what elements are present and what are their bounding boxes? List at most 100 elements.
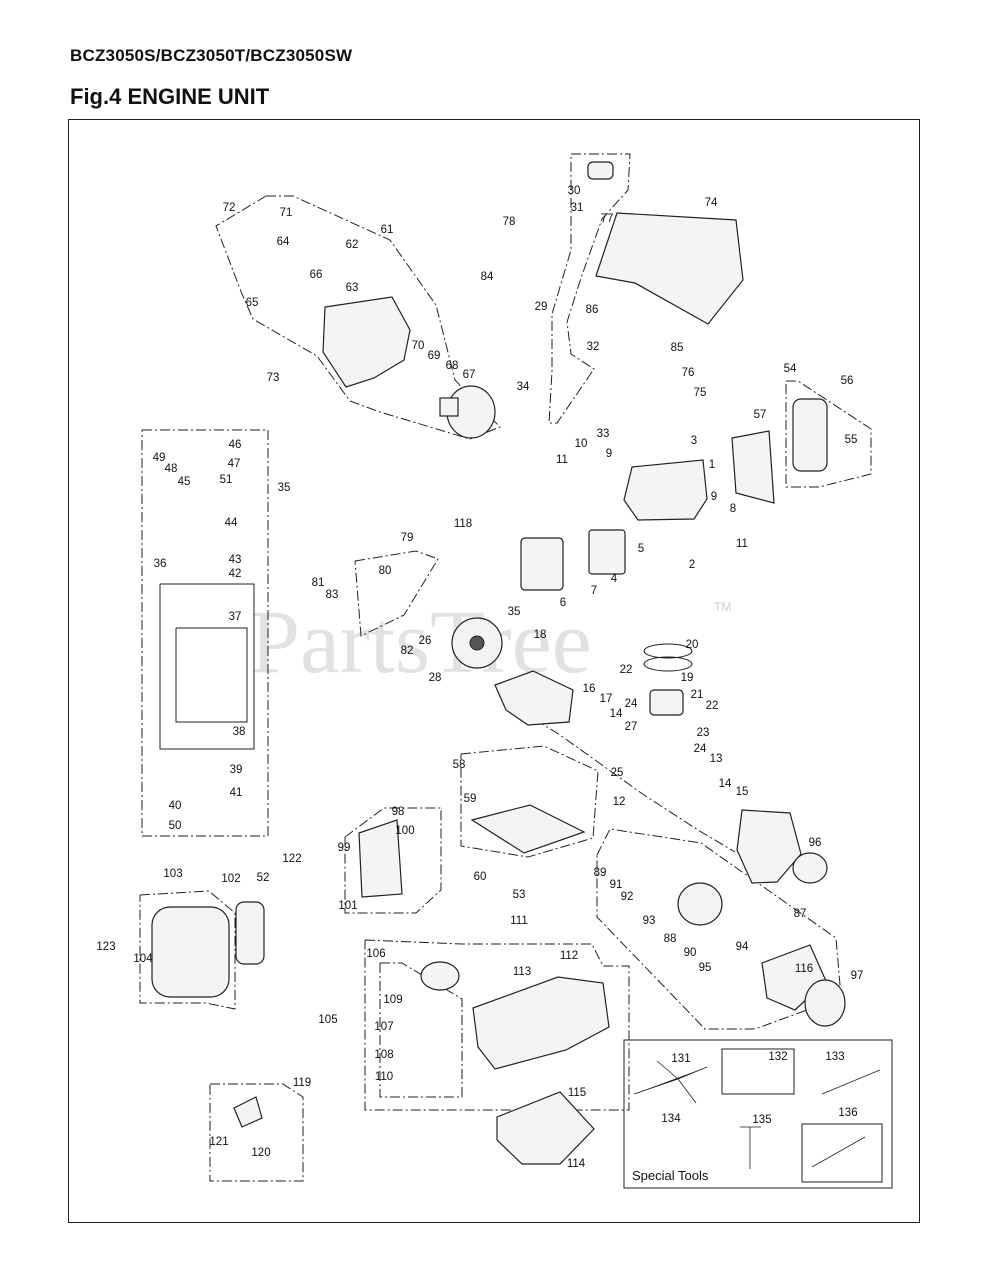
callout-111: 111 — [510, 915, 527, 927]
box-carb-core — [175, 627, 248, 723]
model-numbers: BCZ3050S/BCZ3050T/BCZ3050SW — [70, 46, 353, 65]
callout-44: 44 — [225, 517, 238, 529]
callout-135: 135 — [752, 1114, 771, 1126]
callout-37: 37 — [229, 611, 242, 623]
callout-80: 80 — [379, 565, 392, 577]
callout-62: 62 — [346, 239, 359, 251]
callout-107: 107 — [374, 1021, 393, 1033]
callout-94: 94 — [736, 941, 749, 953]
callout-46: 46 — [229, 439, 242, 451]
group-cap — [379, 962, 463, 1098]
callout-8: 8 — [730, 503, 736, 515]
callout-134: 134 — [661, 1113, 681, 1125]
callout-85: 85 — [671, 342, 684, 354]
callout-88: 88 — [664, 933, 677, 945]
callout-16: 16 — [583, 683, 596, 695]
callout-123: 123 — [96, 941, 115, 953]
callout-21: 21 — [691, 689, 704, 701]
callout-113: 113 — [513, 966, 531, 978]
callout-2: 2 — [689, 559, 695, 571]
diagram-frame — [68, 119, 920, 1223]
callout-67: 67 — [463, 369, 476, 381]
callout-26: 26 — [419, 635, 432, 647]
air-filter-part — [235, 901, 265, 965]
callout-6: 6 — [560, 597, 566, 609]
callout-121: 121 — [209, 1136, 228, 1148]
callout-96: 96 — [809, 837, 822, 849]
callout-91: 91 — [610, 879, 623, 891]
group-top-cover — [548, 153, 631, 424]
callout-65: 65 — [246, 297, 259, 309]
crankcase-part — [494, 670, 574, 726]
solid-boxes — [159, 583, 893, 1189]
callout-57: 57 — [754, 409, 767, 421]
callout-31: 31 — [571, 202, 584, 214]
callout-100: 100 — [395, 825, 414, 837]
callout-131: 131 — [671, 1053, 690, 1065]
callout-93: 93 — [643, 915, 656, 927]
callout-5: 5 — [638, 543, 644, 555]
part-sketches — [151, 161, 881, 1169]
callout-40: 40 — [169, 800, 182, 812]
callout-22: 22 — [706, 700, 719, 712]
tool-bar-part — [811, 1136, 866, 1168]
fan-disc-part — [792, 852, 828, 884]
callout-35: 35 — [278, 482, 291, 494]
callout-101: 101 — [338, 900, 357, 912]
callout-22: 22 — [620, 664, 633, 676]
callout-76: 76 — [682, 367, 695, 379]
tool-spring-part — [821, 1069, 881, 1095]
group-clutch-shoe — [354, 550, 439, 637]
callout-79: 79 — [401, 532, 414, 544]
callout-104: 104 — [133, 953, 153, 965]
group-boundaries — [139, 153, 872, 1182]
callout-75: 75 — [694, 387, 707, 399]
callout-15: 15 — [736, 786, 749, 798]
callout-27: 27 — [625, 721, 638, 733]
clutch-housing-part — [322, 296, 411, 388]
callout-116: 116 — [795, 963, 813, 975]
callout-119: 119 — [293, 1077, 311, 1089]
callout-90: 90 — [684, 947, 697, 959]
callout-33: 33 — [597, 428, 610, 440]
callout-92: 92 — [621, 891, 634, 903]
callout-81: 81 — [312, 577, 325, 589]
fuel-cap-part — [420, 961, 460, 991]
callout-122: 122 — [282, 853, 301, 865]
box-special-tools — [623, 1039, 893, 1189]
callout-7: 7 — [591, 585, 597, 597]
box-tool-136 — [801, 1123, 883, 1183]
callout-110: 110 — [375, 1071, 393, 1083]
callout-118: 118 — [454, 518, 472, 530]
callout-55: 55 — [845, 434, 858, 446]
callout-69: 69 — [428, 350, 441, 362]
callout-136: 136 — [838, 1107, 857, 1119]
callout-132: 132 — [768, 1051, 787, 1063]
air-cleaner-cover-part — [358, 819, 403, 898]
callout-50: 50 — [169, 820, 182, 832]
callout-103: 103 — [163, 868, 182, 880]
callout-41: 41 — [230, 787, 243, 799]
group-air-cleaner — [139, 890, 236, 1010]
muffler-part — [792, 398, 828, 472]
callout-83: 83 — [326, 589, 339, 601]
group-muffler — [785, 380, 872, 488]
callout-18: 18 — [534, 629, 547, 641]
callout-24: 24 — [694, 743, 707, 755]
callout-102: 102 — [221, 873, 240, 885]
callout-32: 32 — [587, 341, 600, 353]
callout-9: 9 — [711, 491, 717, 503]
callout-54: 54 — [784, 363, 797, 375]
intake-part — [588, 529, 626, 575]
fuel-tank-bracket-part — [496, 1091, 595, 1165]
callout-120: 120 — [251, 1147, 270, 1159]
callout-4: 4 — [611, 573, 618, 585]
callout-59: 59 — [464, 793, 477, 805]
starter-pulley-part — [677, 882, 723, 926]
callout-78: 78 — [503, 216, 516, 228]
callout-115: 115 — [568, 1087, 586, 1099]
callout-53: 53 — [513, 889, 526, 901]
callout-58: 58 — [453, 759, 466, 771]
callout-52: 52 — [257, 872, 270, 884]
